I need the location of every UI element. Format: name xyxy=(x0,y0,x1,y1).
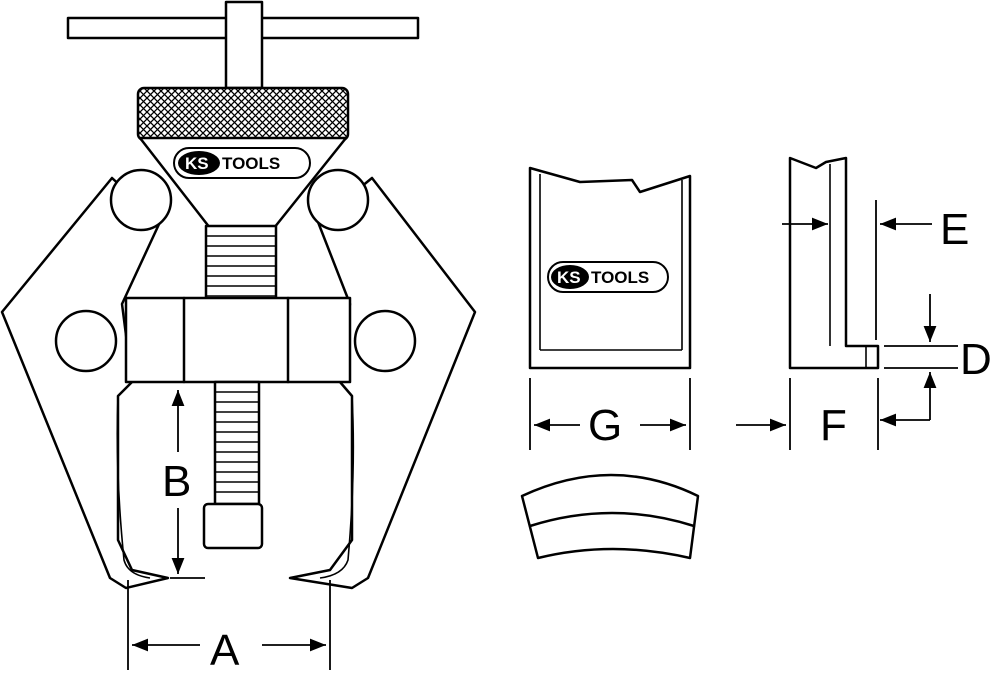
logo-ks-text: KS xyxy=(185,154,209,173)
knurled-nut xyxy=(136,86,350,142)
middle-right-roller xyxy=(353,309,417,373)
dimension-b: B xyxy=(162,390,205,579)
dimension-g: G xyxy=(529,378,691,450)
lower-bolt xyxy=(202,380,264,550)
battery-terminal-puller: KS TOOLS xyxy=(0,0,477,590)
jaw-front-view: KS TOOLS xyxy=(528,166,692,370)
dimension-label-d: D xyxy=(960,335,992,384)
upper-spindle xyxy=(204,224,278,304)
dimension-label-b: B xyxy=(162,457,191,506)
jaw-logo-ks-text: KS xyxy=(557,268,581,287)
dimension-e: E xyxy=(782,200,969,340)
dimension-label-f: F xyxy=(820,401,847,450)
upper-right-roller xyxy=(306,168,370,232)
brand-logo: KS TOOLS xyxy=(173,147,311,179)
cross-block xyxy=(124,296,352,384)
dimension-f: F xyxy=(736,378,879,450)
jaw-logo-tools-text: TOOLS xyxy=(591,268,649,287)
dimension-d: D xyxy=(880,294,992,427)
jaw-side-view xyxy=(788,156,880,370)
jaw-top-view xyxy=(520,473,700,560)
middle-left-roller xyxy=(54,309,118,373)
dimension-label-a: A xyxy=(210,626,240,675)
dimension-label-e: E xyxy=(940,205,969,254)
left-arm xyxy=(0,176,170,590)
upper-left-roller xyxy=(109,168,173,232)
jaw-brand-logo: KS TOOLS xyxy=(547,261,669,293)
logo-tools-text: TOOLS xyxy=(222,154,280,173)
dimension-a: A xyxy=(127,580,331,675)
t-handle xyxy=(66,0,420,90)
right-arm xyxy=(288,176,477,590)
dimension-label-g: G xyxy=(588,401,622,450)
